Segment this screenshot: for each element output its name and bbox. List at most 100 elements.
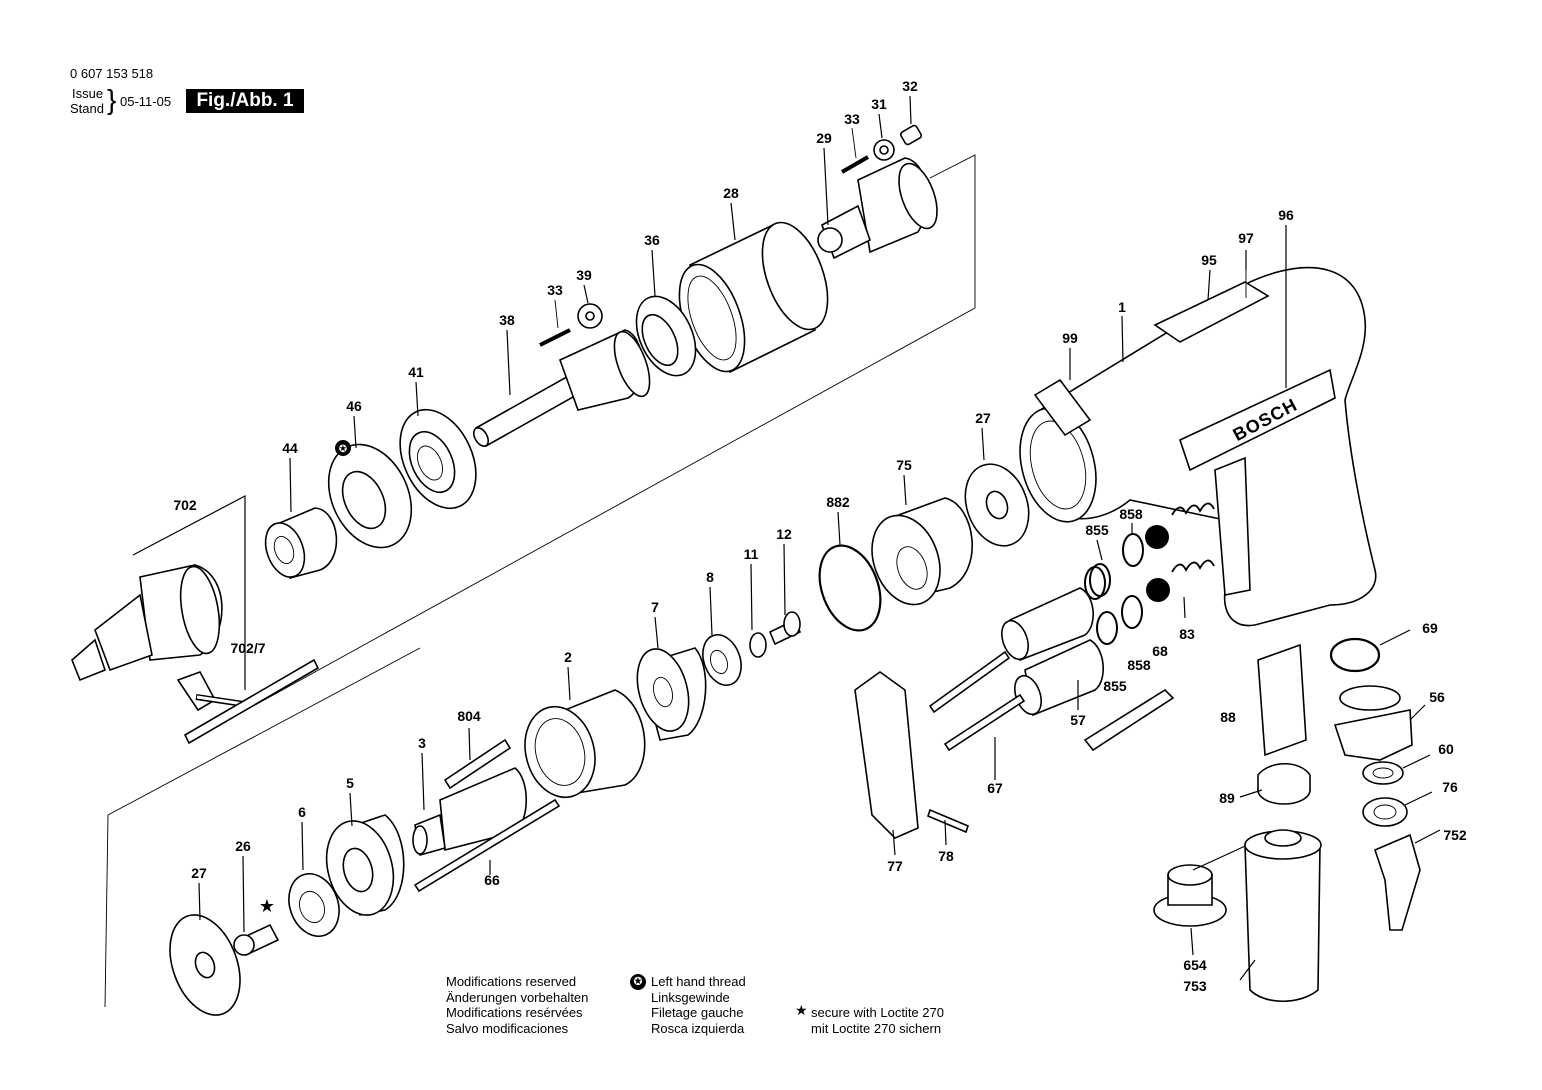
loctite-de: mit Loctite 270 sichern	[811, 1020, 942, 1036]
part-46-threaded-ring: ✪	[327, 415, 413, 549]
label-753: 753	[1183, 978, 1207, 994]
part-32-bushing	[900, 95, 922, 146]
loctite-en: secure with Loctite 270	[811, 1005, 944, 1020]
label-66: 66	[484, 872, 500, 888]
label-95: 95	[1201, 252, 1217, 268]
label-68: 68	[1152, 643, 1168, 659]
part-long-rod	[183, 658, 320, 745]
label-97: 97	[1238, 230, 1254, 246]
label-26: 26	[235, 838, 251, 854]
label-12: 12	[776, 526, 792, 542]
part-41-ball-bearing	[399, 381, 477, 510]
part-labels: 32 33 31 29 28 36 39 33 38 41 46 44 702 …	[173, 78, 1467, 994]
part-57-valve-stem	[1001, 587, 1105, 717]
part-78-pin	[927, 808, 969, 846]
label-11: 11	[744, 546, 759, 562]
label-67: 67	[987, 780, 1003, 796]
part-8-bearing	[702, 586, 742, 686]
part-88-pad	[1257, 643, 1307, 757]
label-36: 36	[644, 232, 660, 248]
stand-label: Stand	[70, 101, 104, 116]
part-69-o-ring	[1329, 629, 1411, 673]
label-88: 88	[1220, 709, 1236, 725]
label-752: 752	[1443, 827, 1467, 843]
label-32: 32	[902, 78, 918, 94]
label-6: 6	[298, 804, 306, 820]
label-8: 8	[706, 569, 714, 585]
modifications-note: Modifications reserved Änderungen vorbeh…	[446, 974, 588, 1036]
part-882-o-ring	[818, 511, 882, 632]
label-78: 78	[938, 848, 954, 864]
label-855b: 855	[1103, 678, 1127, 694]
part-66-rod	[413, 798, 561, 893]
part-855-o-rings	[1084, 533, 1144, 645]
left-thread-icon: ✪	[630, 974, 646, 990]
label-31: 31	[871, 96, 887, 112]
label-60: 60	[1438, 741, 1454, 757]
part-83-spring	[1171, 502, 1215, 619]
part-44-adapter-nut	[264, 457, 338, 579]
issue-date: 05-11-05	[120, 94, 172, 109]
label-5: 5	[346, 775, 354, 791]
assembly-frame-lower	[104, 647, 421, 1008]
part-804-vanes	[443, 727, 512, 790]
svg-text:★: ★	[259, 896, 275, 917]
part-1-housing	[1019, 266, 1377, 627]
issue-label: Issue	[72, 86, 104, 101]
label-56: 56	[1429, 689, 1445, 705]
label-3: 3	[418, 735, 426, 751]
part-26-pinion: ★	[233, 855, 280, 957]
part-76-nut	[1362, 791, 1433, 827]
label-77: 77	[887, 858, 903, 874]
part-6-bearing	[288, 821, 340, 937]
part-12-screw	[768, 543, 802, 646]
part-33-pin-upper	[841, 127, 869, 174]
loctite-note: ★ secure with Loctite 270 mit Loctite 27…	[795, 1003, 944, 1036]
left-thread-en: Left hand thread	[651, 974, 746, 989]
label-702: 702	[173, 497, 197, 513]
label-702-7: 702/7	[230, 640, 265, 656]
part-5-end-plate	[325, 792, 405, 916]
label-858b: 858	[1127, 657, 1151, 673]
label-39: 39	[576, 267, 592, 283]
figure-label: Fig./Abb. 1	[186, 89, 304, 113]
modifications-fr: Modifications resérvées	[446, 1005, 583, 1020]
label-38: 38	[499, 312, 515, 328]
label-27a: 27	[975, 410, 991, 426]
label-89: 89	[1219, 790, 1235, 806]
svg-text:✪: ✪	[339, 444, 347, 455]
part-67-rods	[928, 650, 1026, 780]
label-33a: 33	[844, 111, 860, 127]
left-thread-de: Linksgewinde	[651, 989, 730, 1005]
part-753-silencer	[1239, 829, 1322, 1002]
left-thread-es: Rosca izquierda	[651, 1020, 745, 1036]
label-855a: 855	[1085, 522, 1109, 538]
part-77-trigger	[854, 671, 919, 856]
label-99: 99	[1062, 330, 1078, 346]
part-56-inlet-nut	[1333, 685, 1426, 761]
part-36-ball-bearing	[635, 249, 697, 377]
label-858a: 858	[1119, 506, 1143, 522]
part-38-spindle	[472, 329, 651, 448]
label-882: 882	[826, 494, 850, 510]
part-75-cylinder	[871, 474, 973, 606]
label-69: 69	[1422, 620, 1438, 636]
part-27-washer-lower	[169, 882, 241, 1016]
label-83: 83	[1179, 626, 1195, 642]
label-7: 7	[651, 599, 659, 615]
part-33-pin-lower	[539, 299, 571, 347]
part-99-band	[1033, 348, 1092, 437]
label-46: 46	[346, 398, 362, 414]
part-7-end-plate	[636, 616, 707, 741]
part-702-drill-chuck	[71, 495, 246, 690]
part-95-nameplate	[1153, 269, 1270, 343]
part-858-ball	[1131, 523, 1170, 602]
label-57: 57	[1070, 712, 1086, 728]
part-752-hose-fitting	[1374, 829, 1441, 931]
label-28: 28	[723, 185, 739, 201]
part-11-washer	[749, 563, 767, 658]
modifications-en: Modifications reserved	[446, 974, 577, 989]
part-3-rotor	[412, 752, 527, 857]
